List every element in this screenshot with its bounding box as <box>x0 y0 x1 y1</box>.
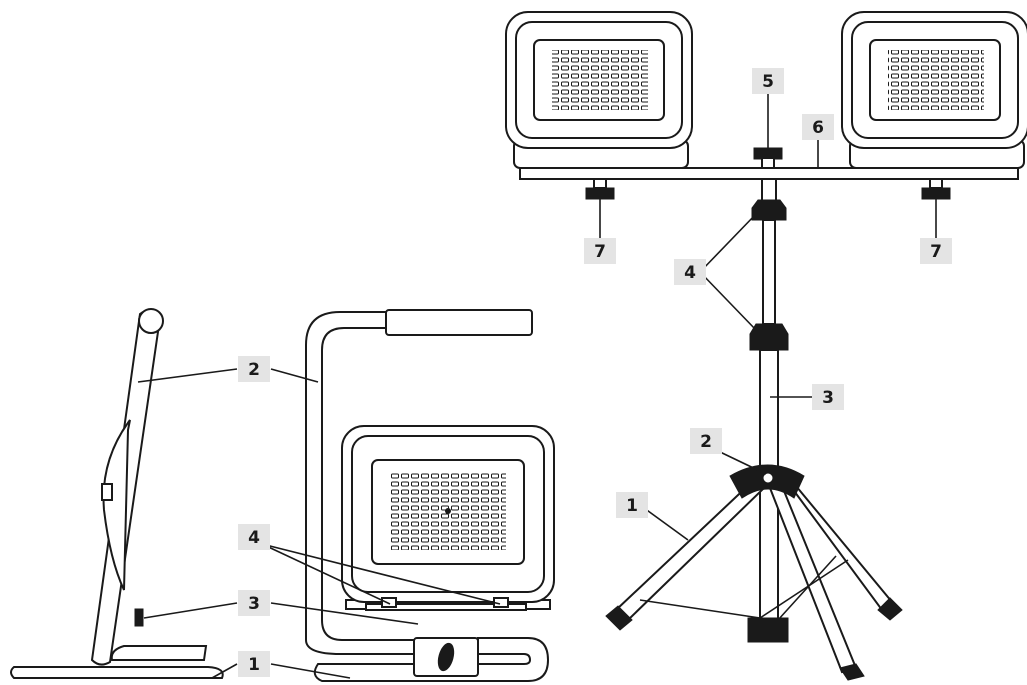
svg-text:1: 1 <box>626 496 638 516</box>
tripod-crossbar <box>519 167 1019 180</box>
svg-text:1: 1 <box>248 655 260 675</box>
leader-tripod-4b <box>699 271 757 331</box>
tripod-left-knob <box>585 187 615 200</box>
side-view-lamp-back <box>102 419 131 591</box>
callout-tripod-7-right: 7 <box>920 238 952 264</box>
tripod-brace-right-2 <box>777 555 837 621</box>
tripod-lower-collar <box>749 323 789 351</box>
svg-text:7: 7 <box>594 242 606 262</box>
svg-text:2: 2 <box>248 360 260 380</box>
portable-center-dot <box>445 508 451 514</box>
tripod-brace-left <box>639 599 761 619</box>
tripod-top-knob-stem <box>761 157 775 169</box>
portable-stand <box>305 309 555 682</box>
svg-text:4: 4 <box>684 263 696 283</box>
callout-tripod-3: 3 <box>812 384 844 410</box>
leader-lines <box>137 94 937 679</box>
callout-portable-3: 3 <box>238 590 270 616</box>
callout-tripod-4: 4 <box>674 259 706 285</box>
tripod-upper-collar <box>751 199 787 221</box>
leader-side-1 <box>211 663 238 679</box>
portable-handle <box>385 309 533 336</box>
svg-text:3: 3 <box>248 594 260 614</box>
leader-portable-4a <box>261 543 391 605</box>
tripod-foot-front <box>839 663 865 681</box>
tripod-foot-left <box>605 605 633 631</box>
callout-portable-2: 2 <box>238 356 270 382</box>
side-view-knob <box>134 608 144 627</box>
tripod-foot-right <box>877 597 903 621</box>
svg-text:4: 4 <box>248 528 260 548</box>
callout-tripod-6: 6 <box>802 114 834 140</box>
leader-tripod-2 <box>717 450 767 475</box>
tripod-right-knob <box>921 187 951 200</box>
tripod-right-knob-stem <box>929 178 943 189</box>
tripod-hub-screw <box>762 472 774 484</box>
leader-portable-3 <box>270 602 419 625</box>
callout-portable-1: 1 <box>238 651 270 677</box>
callout-labels: 2 4 3 1 5 6 7 7 <box>238 68 952 677</box>
tripod-brace-right <box>759 559 849 619</box>
svg-text:7: 7 <box>930 242 942 262</box>
tripod-right-led-array <box>888 50 984 110</box>
side-view-bracket <box>101 483 113 501</box>
side-view-base-foot <box>10 666 224 679</box>
callout-portable-4: 4 <box>238 524 270 550</box>
svg-text:3: 3 <box>822 388 834 408</box>
side-view-top-hook <box>138 308 164 334</box>
leader-tripod-4a <box>699 213 757 273</box>
svg-text:6: 6 <box>812 118 824 138</box>
svg-text:2: 2 <box>700 432 712 452</box>
leader-portable-1 <box>270 663 351 679</box>
callout-tripod-2: 2 <box>690 428 722 454</box>
tripod-mast-top <box>761 178 777 204</box>
leader-side-3 <box>143 602 238 619</box>
callout-tripod-7-left: 7 <box>584 238 616 264</box>
side-view-stand <box>10 308 224 679</box>
tripod-base-block <box>747 617 789 643</box>
portable-bracket-left <box>381 597 397 608</box>
side-view-bent-tube <box>110 645 208 661</box>
callout-tripod-5: 5 <box>752 68 784 94</box>
portable-frame-tube <box>305 311 417 655</box>
leader-side-2 <box>137 368 238 383</box>
leader-portable-2 <box>270 368 319 383</box>
tripod-stand <box>505 11 1027 681</box>
tripod-mast-inner <box>762 219 776 325</box>
callout-tripod-1: 1 <box>616 492 648 518</box>
leader-portable-4b <box>261 543 501 605</box>
portable-base-loop <box>313 637 550 682</box>
svg-text:5: 5 <box>762 72 774 92</box>
tripod-left-led-array <box>552 50 648 110</box>
portable-joint-knob <box>437 642 455 672</box>
tripod-left-knob-stem <box>593 178 607 189</box>
leader-tripod-1 <box>643 507 689 541</box>
portable-mount-bar <box>365 603 527 611</box>
